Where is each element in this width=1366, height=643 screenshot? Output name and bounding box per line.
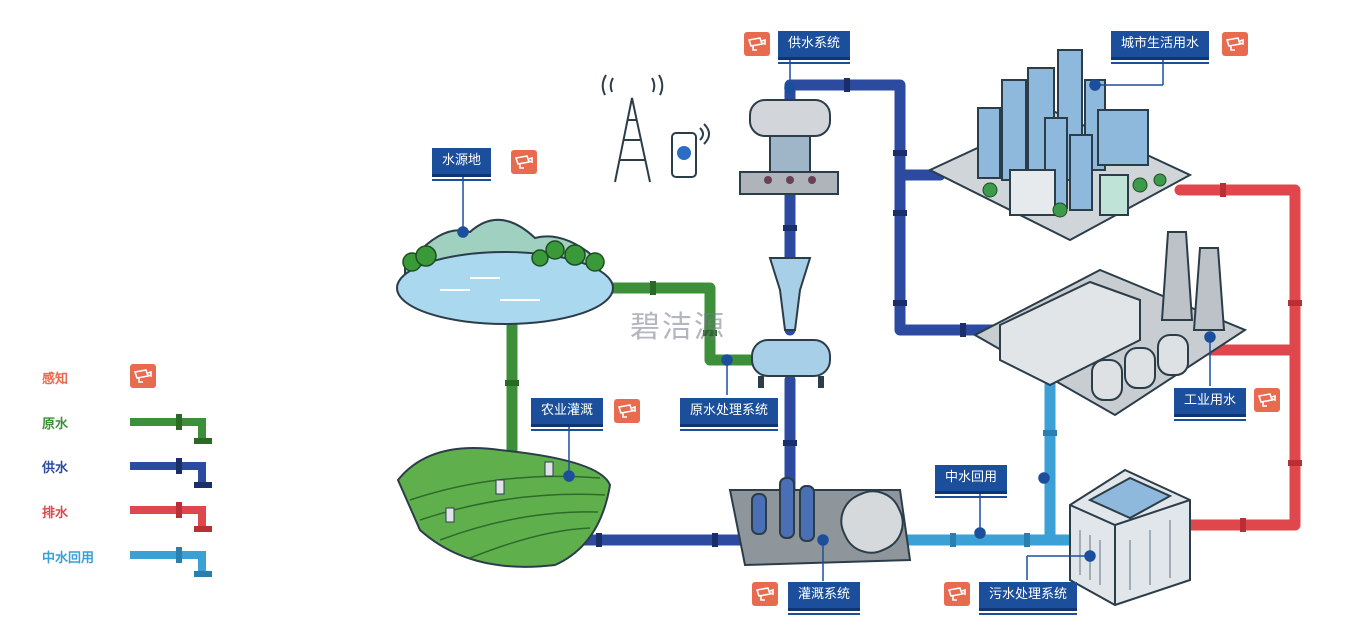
legend-supply-water-label: 供水 <box>42 461 69 476</box>
legend-raw-water-label: 原水 <box>42 417 69 432</box>
sensor-icon <box>944 582 970 606</box>
raw-water-legend-pipe <box>130 418 206 442</box>
supply-station-illustration <box>739 99 839 195</box>
sensor-icon <box>1254 388 1280 412</box>
reclaimed-reuse-label: 中水回用 <box>935 465 1008 498</box>
sensor-icon <box>752 582 778 606</box>
drain-water-legend-pipe <box>130 506 206 530</box>
sensor-icon <box>130 364 156 388</box>
sewage-treatment-label: 污水处理系统 <box>979 582 1078 615</box>
sensor-icon <box>511 150 537 174</box>
raw-water-treatment-label: 原水处理系统 <box>680 398 779 431</box>
irrigation-system-label: 灌溉系统 <box>788 582 861 615</box>
water-source-label: 水源地 <box>432 148 492 181</box>
mobile-phone-illustration <box>671 123 710 178</box>
farmland-illustration <box>396 447 612 568</box>
legend-pipe-icons <box>130 418 206 575</box>
legend-sensing-label: 感知 <box>42 372 69 387</box>
legend-drain-water-label: 排水 <box>42 506 69 521</box>
water-supply-system-label: 供水系统 <box>778 31 851 64</box>
sensor-icon <box>614 399 640 423</box>
irrigation-system-illustration <box>728 477 912 567</box>
factory-illustration <box>972 231 1248 417</box>
industrial-water-label: 工业用水 <box>1174 388 1247 421</box>
raw-water-treatment-illustration <box>751 257 831 388</box>
urban-water-label: 城市生活用水 <box>1111 31 1210 64</box>
reclaimed-water-pipes <box>899 379 1076 546</box>
water-source-illustration <box>396 218 614 325</box>
watermark: 碧洁源 <box>630 310 726 345</box>
sewage-treatment-illustration <box>1069 468 1191 607</box>
city-illustration <box>927 49 1193 242</box>
reclaimed-water-legend-pipe <box>130 551 206 575</box>
legend-reclaimed-water-label: 中水回用 <box>42 551 95 566</box>
agri-irrigation-label: 农业灌溉 <box>531 398 604 431</box>
sensor-icon <box>1222 32 1248 56</box>
sensor-icon <box>744 32 770 56</box>
signal-tower-illustration <box>601 74 664 183</box>
supply-water-legend-pipe <box>130 462 206 486</box>
pipe-joints <box>596 78 966 547</box>
pipes <box>505 78 1302 547</box>
